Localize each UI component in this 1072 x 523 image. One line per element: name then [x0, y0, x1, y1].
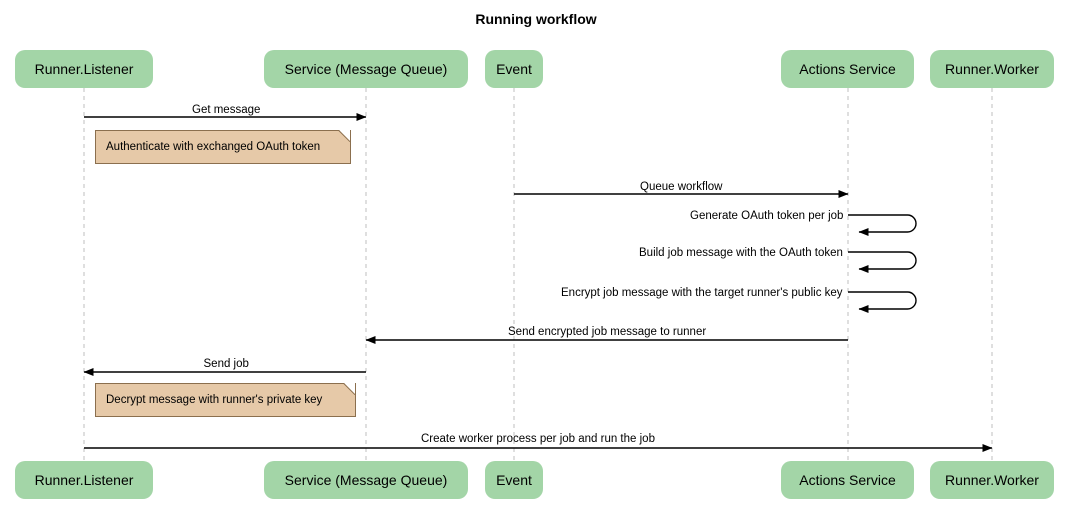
participant-top-event[interactable]: Event — [485, 50, 543, 88]
participant-label: Runner.Worker — [945, 61, 1039, 77]
message-label-queue-workflow: Queue workflow — [640, 181, 723, 193]
participant-bottom-event[interactable]: Event — [485, 461, 543, 499]
participant-label: Runner.Listener — [34, 61, 134, 77]
participant-bottom-runner-listener[interactable]: Runner.Listener — [15, 461, 153, 499]
participant-label: Runner.Worker — [945, 472, 1039, 488]
participant-label: Event — [496, 61, 532, 77]
note-decrypt-note: Decrypt message with runner's private ke… — [95, 383, 356, 417]
participant-bottom-actions-service[interactable]: Actions Service — [781, 461, 914, 499]
note-authenticate-note: Authenticate with exchanged OAuth token — [95, 130, 351, 164]
self-message-encrypt-job-message-with-the-target-runners-public-key — [848, 291, 917, 313]
note-text: Decrypt message with runner's private ke… — [106, 394, 323, 406]
self-message-build-job-message-with-the-oauth-token — [848, 251, 917, 273]
participant-top-actions-service[interactable]: Actions Service — [781, 50, 914, 88]
message-arrows-group — [83, 113, 993, 452]
page-title: Running workflow — [475, 11, 597, 27]
participant-label: Event — [496, 472, 532, 488]
message-label-send-encrypted-job-message-to-runner: Send encrypted job message to runner — [508, 326, 707, 338]
participant-label: Runner.Listener — [34, 472, 134, 488]
note-text: Authenticate with exchanged OAuth token — [106, 141, 321, 153]
participant-bottom-runner-worker[interactable]: Runner.Worker — [930, 461, 1054, 499]
self-message-generate-oauth-token-per-job — [848, 214, 917, 236]
participant-top-runner-listener[interactable]: Runner.Listener — [15, 50, 153, 88]
participant-label: Actions Service — [799, 472, 896, 488]
participant-label: Service (Message Queue) — [284, 61, 448, 77]
message-label-send-job: Send job — [203, 358, 249, 370]
message-label-generate-oauth-token-per-job: Generate OAuth token per job — [690, 210, 844, 222]
participant-label: Actions Service — [799, 61, 896, 77]
message-label-build-job-message-with-the-oauth-token: Build job message with the OAuth token — [639, 247, 843, 259]
message-label-get-message: Get message — [192, 104, 261, 116]
message-label-encrypt-job-message-with-the-target-runners-public-key: Encrypt job message with the target runn… — [561, 287, 843, 299]
participant-top-service-message-queue[interactable]: Service (Message Queue) — [264, 50, 468, 88]
message-label-create-worker-process-per-job-and-run-the-job: Create worker process per job and run th… — [421, 433, 655, 445]
participant-label: Service (Message Queue) — [284, 472, 448, 488]
participant-top-runner-worker[interactable]: Runner.Worker — [930, 50, 1054, 88]
lifelines-group — [83, 88, 993, 461]
participant-bottom-service-message-queue[interactable]: Service (Message Queue) — [264, 461, 468, 499]
